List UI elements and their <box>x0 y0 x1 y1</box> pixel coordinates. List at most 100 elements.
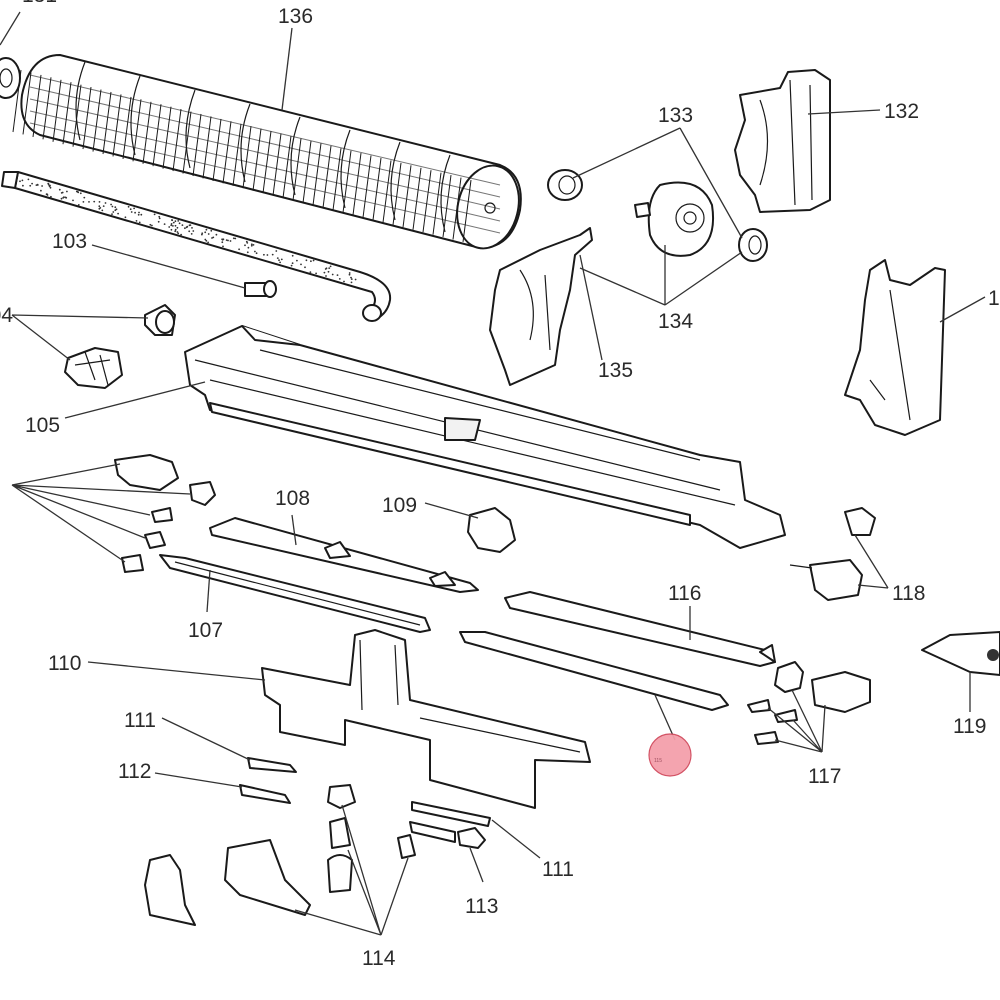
foam-dot <box>134 211 137 214</box>
foam-dot <box>140 213 143 216</box>
foam-dot <box>291 262 294 265</box>
label-112: 112 <box>118 760 151 783</box>
fan-fin <box>72 84 82 147</box>
label-118: 118 <box>892 582 925 605</box>
bearing-rubber-133b <box>738 228 768 262</box>
fan-fin <box>212 118 222 181</box>
foam-dot <box>129 208 132 211</box>
fan-bearing <box>0 57 21 99</box>
foam-dot <box>22 184 24 187</box>
foam-dot <box>31 182 33 185</box>
foam-dot <box>229 240 232 242</box>
foam-dot <box>27 178 30 181</box>
label-134: 134 <box>658 310 693 333</box>
foam-dot <box>188 224 191 227</box>
control-board-110 <box>261 629 591 809</box>
foam-dot <box>41 185 43 187</box>
fan-fin <box>332 148 342 211</box>
foam-dot <box>98 201 101 203</box>
foam-dot <box>331 273 334 276</box>
screw-part <box>244 280 277 298</box>
fan-blade-line <box>29 74 501 186</box>
label-104: 104 <box>0 304 13 327</box>
foam-dot <box>238 248 241 251</box>
foam-dot <box>76 190 79 193</box>
foam-dot <box>271 253 274 256</box>
label-111-upper: 111 <box>124 709 156 732</box>
fan-fin <box>192 113 202 177</box>
foam-dot <box>170 224 173 227</box>
label-105: 105 <box>25 414 60 437</box>
label-117: 117 <box>808 765 841 788</box>
foam-dot <box>77 204 80 206</box>
fan-blade-line <box>29 122 501 234</box>
foam-dot <box>343 280 345 283</box>
foam-dot <box>176 231 179 233</box>
foam-dot <box>252 244 255 246</box>
foam-dot <box>104 202 107 204</box>
foam-dot <box>172 225 174 227</box>
part-labels: 131 136 133 132 103 134 135 104 105 137 … <box>0 0 1000 970</box>
foam-dot <box>234 237 237 240</box>
foam-dot <box>350 281 353 284</box>
foam-dot <box>225 239 228 242</box>
part-106-group <box>114 454 216 573</box>
foam-dot <box>64 196 67 199</box>
foam-dot <box>296 259 298 262</box>
foam-dot <box>291 254 294 257</box>
fan-blade-line <box>29 86 501 198</box>
foam-dot <box>211 237 213 239</box>
foam-dot <box>191 227 193 229</box>
foam-dot <box>323 271 326 274</box>
fan-fin <box>142 101 152 164</box>
foam-dot <box>47 183 50 186</box>
foam-dot <box>133 207 136 210</box>
foam-dot <box>192 230 195 232</box>
foam-dot <box>204 238 207 241</box>
foam-dot <box>176 226 179 229</box>
foam-dot <box>83 196 86 199</box>
part-104-group <box>64 304 176 389</box>
foam-dot <box>266 254 269 256</box>
foam-dot <box>98 205 101 208</box>
foam-dot <box>177 232 180 235</box>
foam-dot <box>205 228 208 231</box>
label-110: 110 <box>48 652 81 675</box>
foam-dot <box>215 233 218 236</box>
foam-dot <box>232 237 235 240</box>
drain-hose <box>1 171 392 322</box>
foam-dot <box>149 223 152 226</box>
foam-dot <box>172 221 175 224</box>
motor-cover-135 <box>489 227 593 386</box>
fan-fin <box>122 96 132 159</box>
foam-dot <box>63 196 65 199</box>
louver-108 <box>209 517 479 593</box>
fan-fin <box>32 74 42 137</box>
foam-dot <box>171 219 174 222</box>
label-116: 116 <box>668 582 701 605</box>
part-113 <box>457 827 486 849</box>
highlight-marker-115[interactable]: 115 <box>648 733 692 777</box>
foam-dot <box>329 265 332 268</box>
fan-fin <box>282 135 292 199</box>
foam-dot <box>348 273 351 276</box>
foam-dot <box>58 188 61 191</box>
part-117-group <box>747 661 871 745</box>
foam-dot <box>263 253 265 256</box>
foam-dot <box>60 197 63 200</box>
foam-dot <box>204 231 207 234</box>
foam-dot <box>250 243 253 246</box>
foam-dot <box>127 205 130 208</box>
foam-dot <box>21 179 24 182</box>
foam-dot <box>82 201 85 203</box>
fan-fin <box>152 104 162 167</box>
foam-dot <box>312 259 315 262</box>
leader-lines <box>0 11 986 936</box>
foam-dot <box>66 190 68 193</box>
label-132: 132 <box>884 100 919 123</box>
foam-dot <box>124 216 127 219</box>
foam-dot <box>350 276 352 279</box>
foam-dot <box>79 192 82 195</box>
foam-dot <box>29 184 32 187</box>
louver-115 <box>459 631 729 711</box>
